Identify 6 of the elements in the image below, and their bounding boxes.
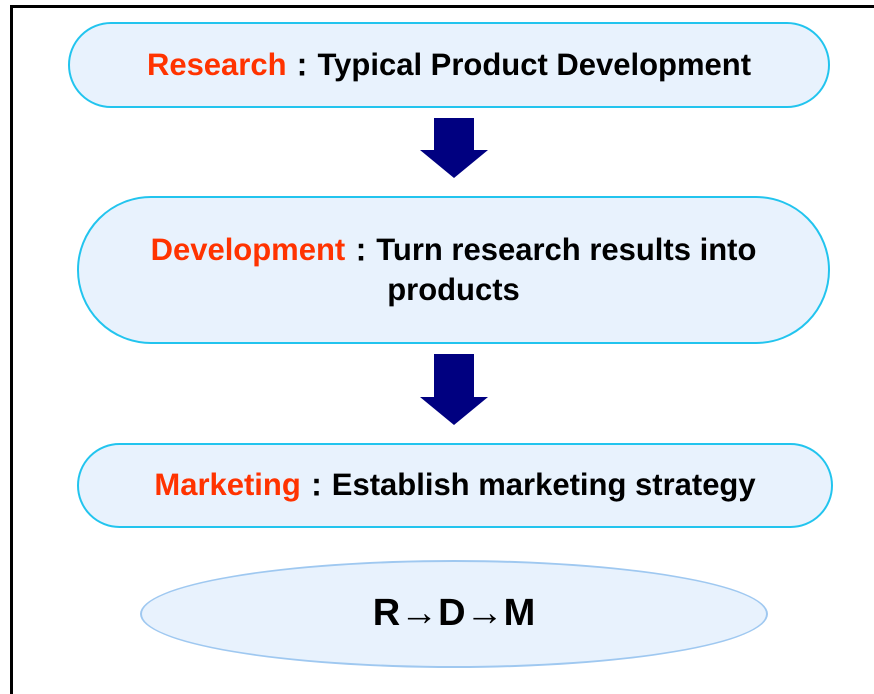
block-arrow: [420, 354, 488, 425]
block-arrow: [420, 118, 488, 178]
step-description: Marketing：Establish marketing strategy: [154, 466, 756, 504]
step-description: Development：Turn research results into products: [150, 230, 758, 309]
sequence-label: R→D→M: [372, 591, 536, 636]
step-description: Research：Typical Product Development: [146, 46, 752, 84]
